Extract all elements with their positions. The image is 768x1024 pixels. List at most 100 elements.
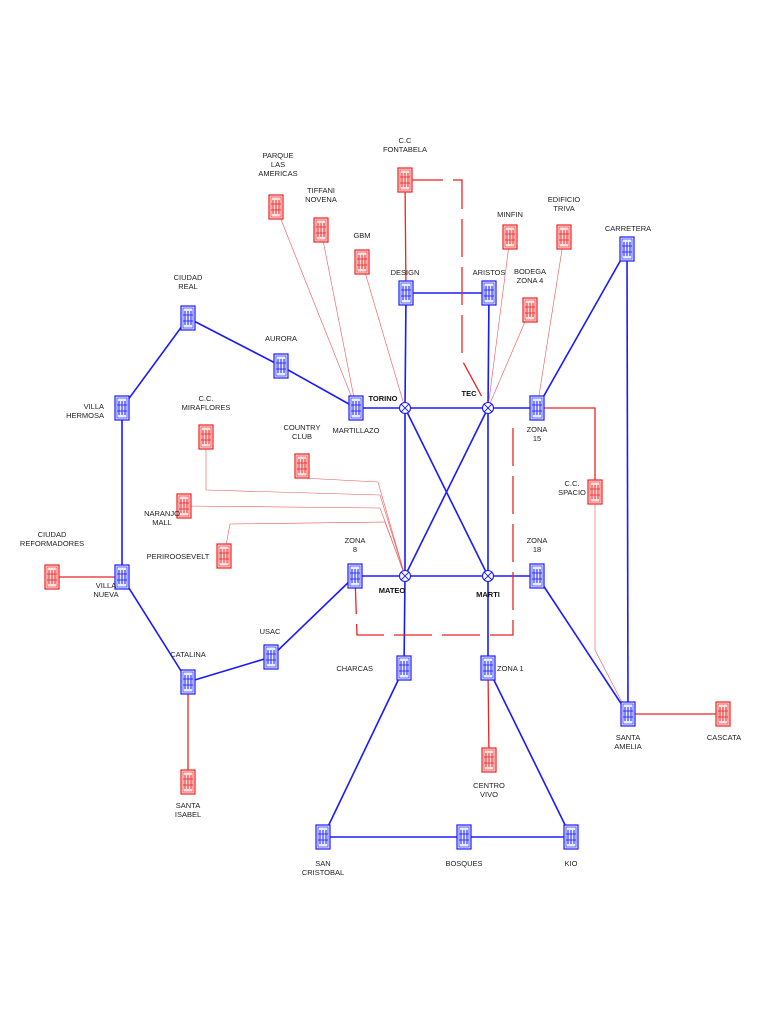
node-label: ARISTOS	[473, 268, 506, 277]
switch-layer: TORINO TEC MATEO MARTI	[368, 389, 499, 599]
node-martillazo[interactable]: MARTILLAZO	[333, 395, 380, 435]
node-cascata[interactable]: CASCATA	[707, 701, 741, 742]
red-links-thin	[183, 206, 629, 715]
node-label: MARTILLAZO	[333, 426, 380, 435]
node-label-line: COUNTRY	[284, 423, 321, 432]
node-label: PERIROOSEVELT	[147, 552, 210, 561]
device-icon	[273, 353, 289, 379]
node-kio[interactable]: KIO	[563, 824, 579, 868]
switch-marti[interactable]: MARTI	[476, 569, 500, 600]
device-icon	[354, 249, 370, 275]
node-label-line: CASCATA	[707, 733, 741, 742]
device-icon	[397, 167, 413, 193]
link-charcas-sancristobal	[322, 667, 405, 838]
device-icon	[480, 655, 496, 681]
link-peri-mateo	[223, 521, 406, 577]
node-aurora[interactable]: AURORA	[265, 334, 297, 379]
device-icon	[44, 564, 60, 590]
node-label-line: ZONA	[345, 536, 366, 545]
red-links-dashed	[354, 179, 514, 636]
node-label-line: SANTA	[616, 733, 640, 742]
node-label-line: NOVENA	[305, 195, 337, 204]
device-icon	[114, 395, 130, 421]
link-design-torino	[404, 292, 407, 409]
node-label-line: GBM	[353, 231, 370, 240]
node-label-line: CENTRO	[473, 781, 505, 790]
node-gbm[interactable]: GBM	[353, 231, 371, 275]
node-label-line: VILLA	[96, 581, 116, 590]
node-cc-spacio[interactable]: C.C.SPACIO	[558, 479, 603, 505]
node-label-line: CRISTOBAL	[302, 868, 344, 877]
node-usac[interactable]: USAC	[260, 627, 281, 670]
node-label: MINFIN	[497, 210, 523, 219]
node-bosques[interactable]: BOSQUES	[445, 824, 483, 868]
node-label-line: ZONA 4	[517, 276, 544, 285]
node-label: DESIGN	[391, 268, 420, 277]
link-aurora-martillazo	[280, 365, 357, 409]
device-icon	[481, 747, 497, 773]
node-label: ZONA 1	[497, 664, 524, 673]
node-perirooseveltt[interactable]: PERIROOSEVELT	[147, 543, 232, 569]
device-icon	[396, 655, 412, 681]
node-label-line: 15	[533, 434, 541, 443]
node-design[interactable]: DESIGN	[391, 268, 420, 306]
node-label-line: NARANJO	[144, 509, 180, 518]
link-zona1-kio	[487, 667, 572, 838]
switch-mateo[interactable]: MATEO	[379, 569, 412, 596]
switch-tec[interactable]: TEC	[462, 389, 495, 415]
link-villanueva-catalina	[121, 576, 189, 683]
device-icon	[180, 305, 196, 331]
node-label-line: REFORMADORES	[20, 539, 84, 548]
switch-torino[interactable]: TORINO	[368, 394, 412, 415]
node-cc-miraflores[interactable]: C.C.MIRAFLORES	[182, 394, 231, 450]
node-label-line: CLUB	[292, 432, 312, 441]
device-icon	[619, 236, 635, 262]
node-label-line: MALL	[152, 518, 172, 527]
node-catalina[interactable]: CATALINA	[170, 650, 206, 695]
node-label: AURORA	[265, 334, 297, 343]
node-minfin[interactable]: MINFIN	[497, 210, 523, 250]
node-label-line: AMELIA	[614, 742, 642, 751]
node-label-line: USAC	[260, 627, 281, 636]
node-label: C.C.MIRAFLORES	[182, 394, 231, 412]
node-label-line: SAN	[315, 859, 330, 868]
node-label-line: VILLA	[84, 402, 104, 411]
device-icon	[263, 644, 279, 670]
node-aristos[interactable]: ARISTOS	[473, 268, 506, 306]
node-carretera[interactable]: CARRETERA	[605, 224, 651, 262]
device-icon	[180, 669, 196, 695]
link-zona15-ccspacio	[537, 407, 596, 492]
node-zona1[interactable]: ZONA 1	[480, 655, 524, 681]
node-label-line: CHARCAS	[336, 664, 373, 673]
device-icon	[522, 297, 538, 323]
device-icon	[294, 453, 310, 479]
node-charcas[interactable]: CHARCAS	[336, 655, 412, 681]
node-label: KIO	[565, 859, 578, 868]
device-icon	[216, 543, 232, 569]
node-label-line: VIVO	[480, 790, 498, 799]
switch-label: MARTI	[476, 590, 500, 599]
